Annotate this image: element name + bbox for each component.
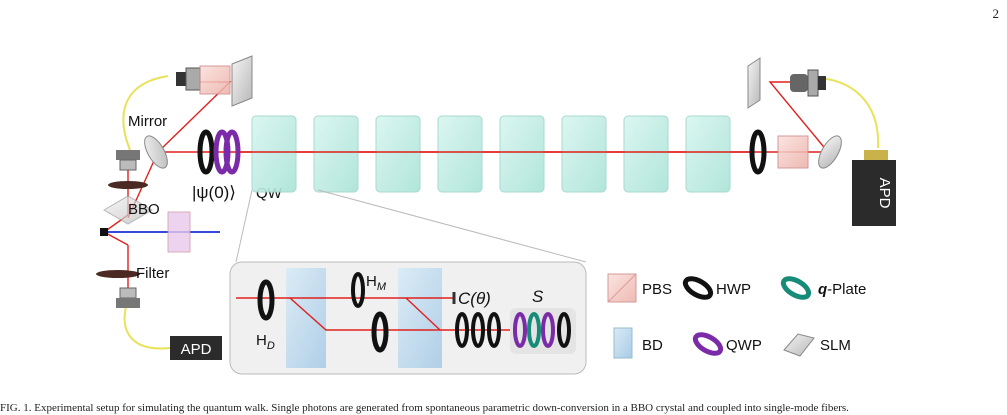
- beam-displacer: [437, 115, 483, 193]
- mirror-left: [144, 135, 168, 169]
- mirror-right: [818, 135, 842, 169]
- apd-bottom-left: APD: [170, 336, 222, 360]
- label-hm: HM: [366, 273, 387, 293]
- coupler-left-lower: [116, 287, 140, 308]
- beam-displacer: [685, 115, 731, 193]
- legend-slm-label: SLM: [820, 337, 851, 354]
- inset-hwp-lower: [371, 311, 389, 353]
- legend-qwp-label: QWP: [726, 337, 762, 354]
- coupler-top-right: [790, 69, 826, 97]
- inset-hwp-hd: [257, 279, 275, 321]
- fiber-top-left: [122, 75, 169, 151]
- legend-pbs-label: PBS: [642, 281, 672, 298]
- coupler-top-left: [176, 65, 231, 95]
- pbs-right: [777, 135, 809, 169]
- label-hd: HD: [256, 332, 275, 352]
- legend-bd-label: BD: [642, 337, 663, 354]
- initial-state-plates: [197, 129, 241, 175]
- fiber-top-right: [819, 77, 880, 149]
- label-psi0: |ψ(0)⟩: [192, 183, 236, 202]
- hwp-right: [749, 129, 767, 175]
- zoom-line-right: [317, 189, 587, 263]
- legend-hwp-label: HWP: [716, 281, 751, 298]
- apd-right: APD: [852, 150, 896, 226]
- page-number: 2: [992, 6, 1000, 21]
- beam-displacer: [499, 115, 545, 193]
- beam-displacer: [623, 115, 669, 193]
- legend: PBS HWP q-Plate BD QWP SLM: [607, 273, 866, 359]
- mirror-top-right: [747, 57, 761, 109]
- beam-displacer: [561, 115, 607, 193]
- label-mirror: Mirror: [128, 113, 167, 130]
- mirror-top-left: [231, 55, 253, 107]
- apd-label-right: APD: [876, 178, 893, 209]
- inset-hwp-hm: [351, 272, 365, 308]
- beam-displacer-row: [240, 115, 750, 193]
- figure-caption: FIG. 1. Experimental setup for simulatin…: [0, 402, 849, 414]
- beam-displacer: [375, 115, 421, 193]
- label-filter: Filter: [136, 265, 169, 282]
- legend-qplate-label: q-Plate: [818, 281, 866, 298]
- apd-label-left: APD: [181, 341, 212, 358]
- legend-qwp-swatch: [692, 332, 724, 356]
- inset-panel: [229, 261, 587, 375]
- legend-bd-swatch: [613, 327, 633, 359]
- legend-hwp-swatch: [682, 276, 714, 300]
- beam-displacer: [251, 115, 297, 193]
- fiber-bottom-left: [123, 299, 171, 350]
- legend-slm-swatch: [783, 333, 815, 357]
- filter-upper: [108, 181, 148, 189]
- zoom-line-left: [235, 189, 253, 263]
- label-c-theta: C(θ): [458, 289, 491, 308]
- coupler-left-upper: [116, 150, 140, 171]
- beam-displacer: [313, 115, 359, 193]
- label-s: S: [532, 287, 544, 306]
- label-bbo: BBO: [128, 201, 160, 218]
- legend-qplate-swatch: [780, 276, 812, 300]
- filter-lower: [96, 270, 140, 278]
- bbo-crystal: [100, 195, 191, 253]
